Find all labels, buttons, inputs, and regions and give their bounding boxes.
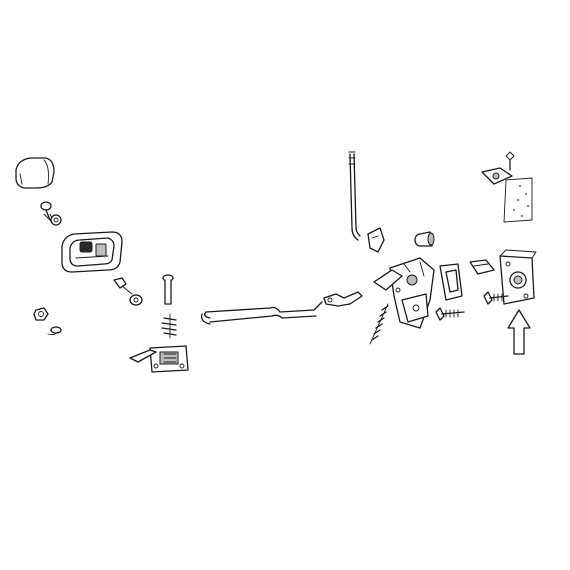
connecting-rod-icon [201,301,323,325]
inside-handle-escutcheon-icon [61,231,123,273]
coil-spring-icon [369,303,389,345]
bolt-and-washer-icon [113,277,143,306]
latch-lever-icon [323,291,363,307]
spring-icon [161,313,177,339]
latch-gasket-icon [439,263,463,301]
handle-knob-icon [15,157,55,189]
bushing-icon [414,231,435,247]
door-latch-assembly-icon [373,257,435,329]
remote-control-mechanism-icon [129,345,189,373]
pointer-arrow-icon [507,309,531,355]
striker-on-pillar-icon [481,151,533,223]
pin-icon [162,274,174,305]
latch-screw-icon [435,307,465,321]
striker-plate-icon [499,249,537,305]
striker-screw-icon [483,291,509,305]
rod-clip-icon [367,227,385,253]
screw-with-washer-icon [40,201,62,226]
striker-bracket-icon [469,259,495,275]
nut-and-lockwasher-icon [33,307,62,336]
lock-rod-icon [348,151,361,241]
